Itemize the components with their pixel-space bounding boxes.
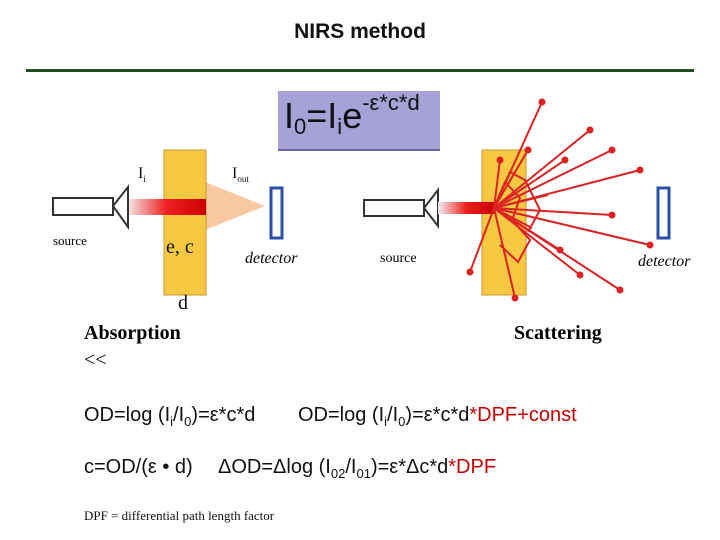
formula-i-sub: i	[337, 114, 343, 139]
absorption-d-label: d	[178, 292, 188, 314]
absorption-heading: Absorption	[84, 322, 181, 344]
formula-main: I	[284, 95, 295, 136]
dpf-note: DPF = differential path length factor	[84, 508, 275, 523]
scattering-heading: Scattering	[514, 322, 602, 344]
formula-exponent: -ε*c*d	[362, 90, 420, 115]
equation-scattering-od: OD=log (Ii/I0)=ε*c*d*DPF+const	[298, 404, 577, 429]
scattering-source-label: source	[380, 251, 417, 266]
label-ii: Ii	[138, 165, 146, 185]
title-divider	[26, 69, 694, 72]
absorption-symbol: <<	[84, 349, 107, 371]
page-title: NIRS method	[294, 20, 426, 43]
absorption-sample	[163, 149, 207, 296]
absorption-ec-label: e, c	[166, 236, 194, 258]
formula-box	[278, 91, 440, 151]
absorption-source-bell	[111, 184, 129, 231]
absorption-detector-icon	[269, 186, 284, 240]
absorption-source-tube	[52, 197, 114, 216]
equation-absorption-od: OD=log (Ii/I0)=ε*c*d	[84, 404, 256, 429]
absorption-beam-cone	[205, 182, 265, 230]
formula-e: e	[342, 95, 363, 136]
formula-equals: =I	[306, 95, 338, 136]
label-iout: Iout	[232, 165, 249, 185]
equation-concentration: c=OD/(ε • d)	[84, 456, 193, 478]
scattering-source-tube	[363, 199, 425, 217]
scattering-source-bell	[422, 187, 439, 229]
absorption-beam	[126, 199, 206, 215]
scattering-detector-label: detector	[638, 253, 691, 270]
scattered-rays	[466, 98, 654, 302]
formula-main-sub: 0	[294, 114, 307, 139]
equation-delta-od: ΔOD=Δlog (I02/I01)=ε*Δc*d*DPF	[218, 456, 497, 481]
scattering-beam	[438, 202, 494, 214]
beer-lambert-formula: I0=Iie-ε*c*d	[284, 92, 420, 138]
absorption-source-label: source	[53, 233, 87, 248]
absorption-detector-label: detector	[245, 250, 298, 267]
scattering-detector-icon	[656, 186, 671, 240]
